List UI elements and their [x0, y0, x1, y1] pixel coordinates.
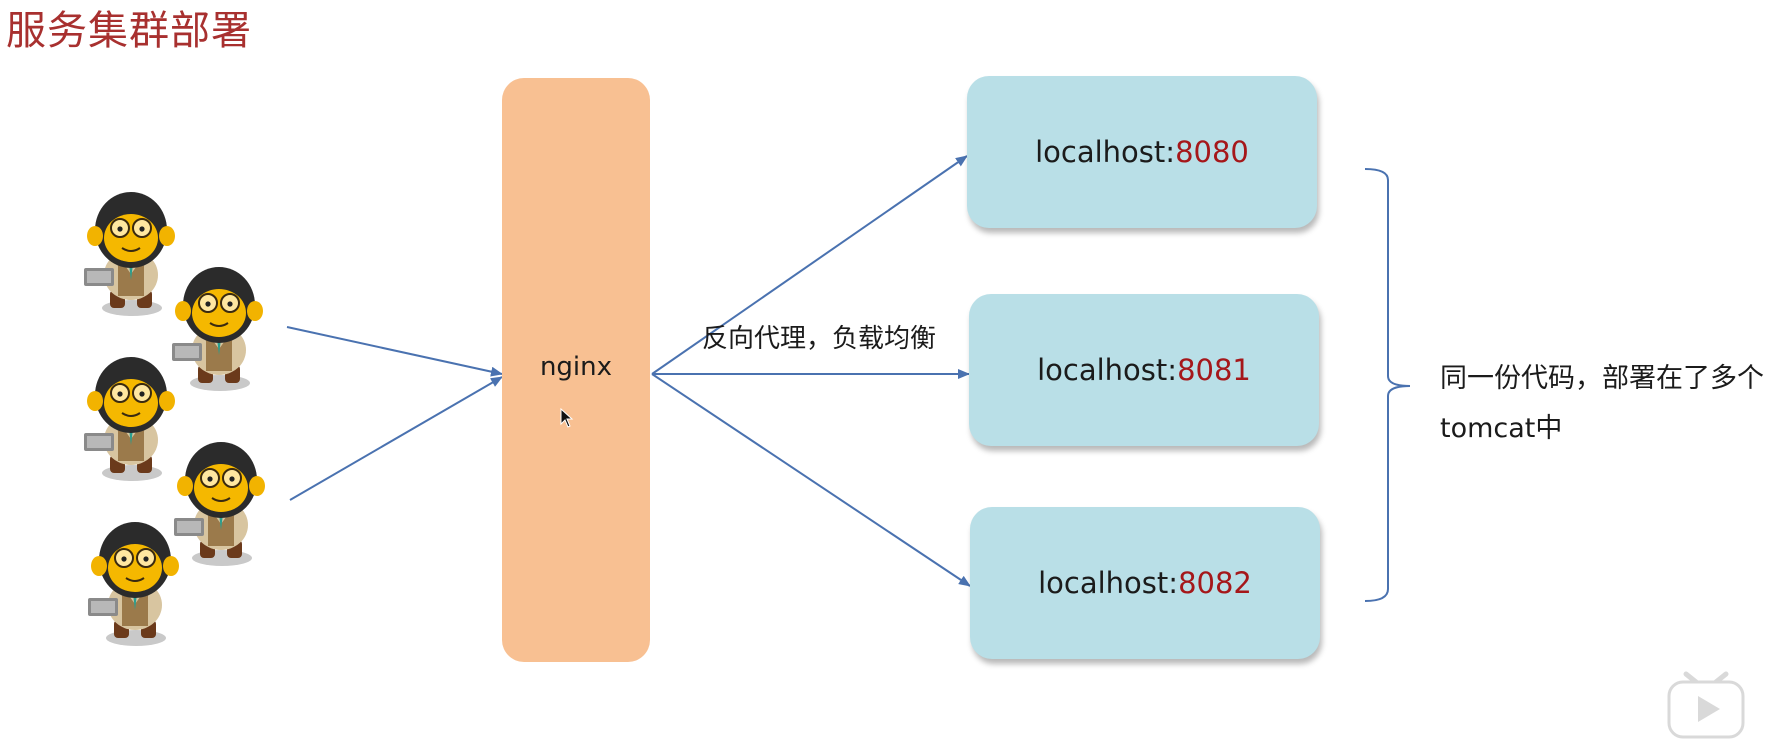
server-host: localhost: [1035, 135, 1176, 169]
server-port: 8082 [1178, 566, 1252, 600]
monkey-developer-icon [83, 191, 176, 317]
proxy-arrow-8080 [651, 155, 968, 375]
monkey-developer-icon [83, 356, 176, 482]
group-bracket [1364, 168, 1411, 602]
note-text: 同一份代码，部署在了多个tomcat中 [1440, 363, 1764, 444]
monkey-developer-icon [87, 521, 180, 647]
page-title: 服务集群部署 [6, 8, 252, 54]
play-button-icon[interactable] [1666, 668, 1746, 740]
server-host: localhost: [1038, 566, 1179, 600]
server-node-8080: localhost:8080 [967, 76, 1317, 228]
server-port: 8080 [1175, 135, 1249, 169]
proxy-arrow-8082 [651, 373, 971, 587]
user-arrow-bottom [289, 376, 503, 501]
server-host: localhost: [1037, 353, 1178, 387]
mouse-cursor-icon [560, 408, 574, 428]
server-node-8082: localhost:8082 [970, 507, 1320, 659]
nginx-label: nginx [539, 352, 613, 382]
nginx-node: nginx [502, 78, 650, 662]
server-node-8081: localhost:8081 [969, 294, 1319, 446]
proxy-label: 反向代理，负载均衡 [702, 324, 937, 354]
monkey-developer-icon [171, 266, 264, 392]
server-port: 8081 [1177, 353, 1251, 387]
user-arrow-top [286, 326, 503, 377]
monkey-developer-icon [173, 441, 266, 567]
